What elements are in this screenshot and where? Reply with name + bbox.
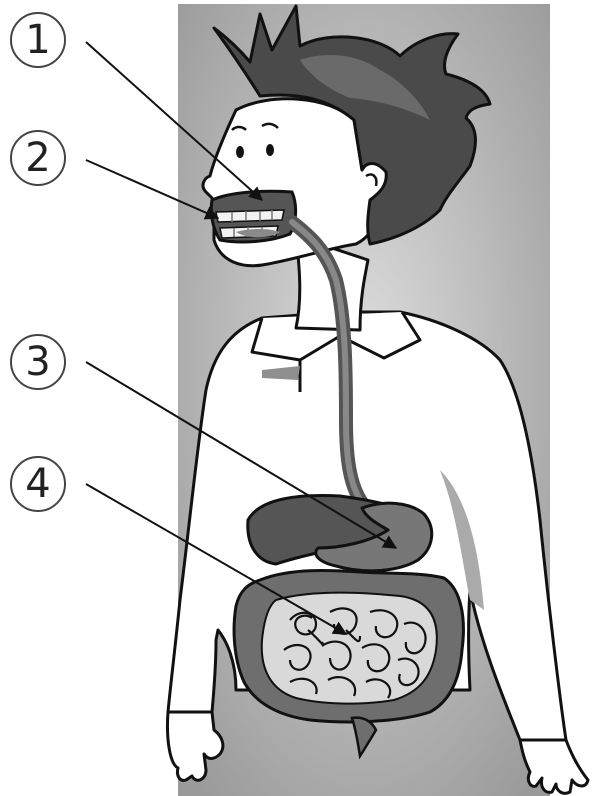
mouth xyxy=(211,191,295,242)
callout-1-label: 1 xyxy=(25,20,50,60)
callout-4: 4 xyxy=(10,456,66,512)
callout-4-label: 4 xyxy=(25,464,50,504)
callout-2-label: 2 xyxy=(25,138,50,178)
callout-3: 3 xyxy=(10,334,66,390)
callout-2: 2 xyxy=(10,130,66,186)
teeth xyxy=(216,210,284,222)
callout-3-label: 3 xyxy=(25,342,50,382)
callout-1: 1 xyxy=(10,12,66,68)
